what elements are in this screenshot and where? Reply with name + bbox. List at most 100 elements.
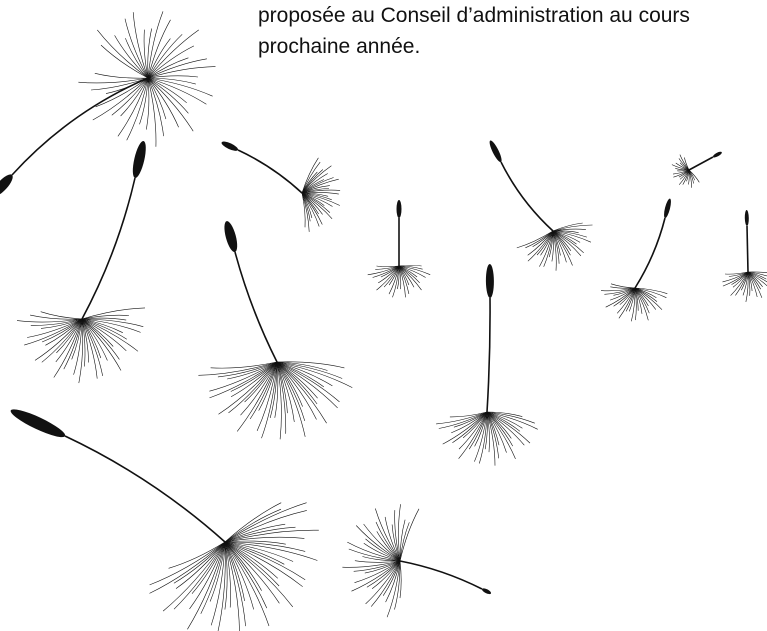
pappus-filament	[631, 287, 636, 322]
seed-achene	[10, 409, 66, 438]
pappus-filament	[120, 77, 149, 117]
pappus-filament	[147, 77, 194, 132]
seed-stalk	[234, 251, 278, 363]
pappus-filament	[139, 77, 149, 125]
pappus-filament	[276, 361, 303, 407]
pappus-filament	[53, 318, 83, 378]
pappus-filament	[147, 77, 187, 104]
pappus-filament	[276, 361, 353, 388]
pappus-filament	[147, 77, 164, 137]
pappus-filament	[385, 560, 401, 603]
pappus-filament	[276, 361, 287, 434]
pappus-filament	[71, 318, 83, 360]
pappus-filament	[224, 541, 318, 561]
pappus-filament	[398, 265, 426, 278]
pappus-filament	[191, 541, 226, 594]
pappus-filament	[348, 548, 401, 562]
pappus-filament	[747, 271, 758, 298]
pappus-filament	[256, 361, 278, 432]
pappus-filament	[486, 411, 531, 444]
pappus-filament	[30, 318, 83, 326]
pappus-filament	[147, 66, 216, 79]
paragraph-line-1: proposée au Conseil d’administration au …	[258, 4, 690, 27]
pappus-filament	[269, 361, 278, 418]
pappus-filament	[147, 19, 171, 79]
pappus-filament	[147, 34, 183, 79]
seed-achene	[712, 151, 722, 158]
pappus-filament	[224, 541, 294, 608]
pappus-filament	[276, 361, 288, 414]
pappus-filament	[604, 287, 636, 295]
pappus-filament	[474, 411, 488, 462]
pappus-filament	[276, 361, 282, 440]
pappus-filament	[276, 361, 333, 387]
seed-achene	[132, 140, 146, 179]
pappus-filament	[276, 361, 295, 422]
pappus-filament	[301, 192, 310, 232]
pappus-filament	[276, 361, 338, 409]
seed-stalk	[688, 156, 714, 171]
pappus-filament	[634, 287, 637, 321]
pappus-filament	[382, 560, 401, 596]
pappus-filament	[375, 521, 401, 562]
pappus-filament	[175, 541, 226, 589]
pappus-filament	[224, 523, 286, 543]
pappus-filament	[301, 192, 340, 206]
pappus-filament	[228, 361, 278, 414]
pappus-filament	[81, 318, 102, 359]
pappus-filament	[81, 318, 144, 327]
pappus-filament	[147, 11, 164, 79]
pappus-filament	[610, 283, 636, 289]
pappus-filament	[276, 361, 306, 437]
pappus-filament	[261, 361, 278, 439]
pappus-filament	[399, 560, 402, 599]
pappus-filament	[552, 230, 567, 263]
pappus-filament	[224, 502, 307, 543]
pappus-filament	[132, 12, 149, 79]
pappus-filament	[143, 29, 149, 79]
pappus-filament	[366, 560, 401, 588]
pappus-filament	[484, 411, 488, 450]
pappus-filament	[527, 230, 554, 256]
pappus-filament	[552, 228, 586, 232]
pappus-filament	[81, 318, 103, 376]
pappus-filament	[486, 411, 513, 447]
pappus-filament	[81, 318, 141, 333]
pappus-filament	[398, 265, 415, 288]
pappus-filament	[634, 287, 667, 298]
pappus-filament	[362, 556, 401, 562]
pappus-filament	[486, 411, 525, 446]
pappus-filament	[539, 230, 554, 267]
pappus-filament	[724, 271, 749, 275]
pappus-filament	[276, 361, 318, 405]
pappus-filament	[747, 271, 767, 283]
pappus-filament	[40, 311, 83, 320]
dandelion-seed	[0, 11, 216, 197]
pappus-filament	[747, 271, 767, 287]
seed-achene	[744, 210, 749, 226]
pappus-filament	[224, 510, 307, 543]
pappus-filament	[81, 318, 122, 371]
pappus-filament	[301, 192, 320, 227]
pappus-filament	[73, 318, 83, 375]
pappus-filament	[217, 541, 226, 631]
seed-stalk	[237, 149, 303, 194]
seed-achene	[0, 174, 13, 197]
pappus-filament	[224, 541, 231, 608]
seed-stalk	[81, 177, 136, 320]
pappus-filament	[146, 77, 150, 130]
pappus-filament	[468, 411, 488, 450]
pappus-filament	[398, 504, 401, 562]
pappus-filament	[81, 318, 108, 361]
pappus-filament	[745, 271, 749, 302]
pappus-filament	[735, 271, 749, 296]
dandelion-seed	[367, 200, 431, 298]
pappus-filament	[92, 77, 149, 121]
pappus-filament	[126, 77, 149, 141]
pappus-filament	[111, 77, 149, 116]
pappus-filament	[258, 361, 278, 411]
pappus-filament	[41, 318, 83, 343]
dandelion-seed	[671, 151, 722, 188]
pappus-filament	[276, 361, 324, 388]
seed-stalk	[634, 217, 666, 289]
